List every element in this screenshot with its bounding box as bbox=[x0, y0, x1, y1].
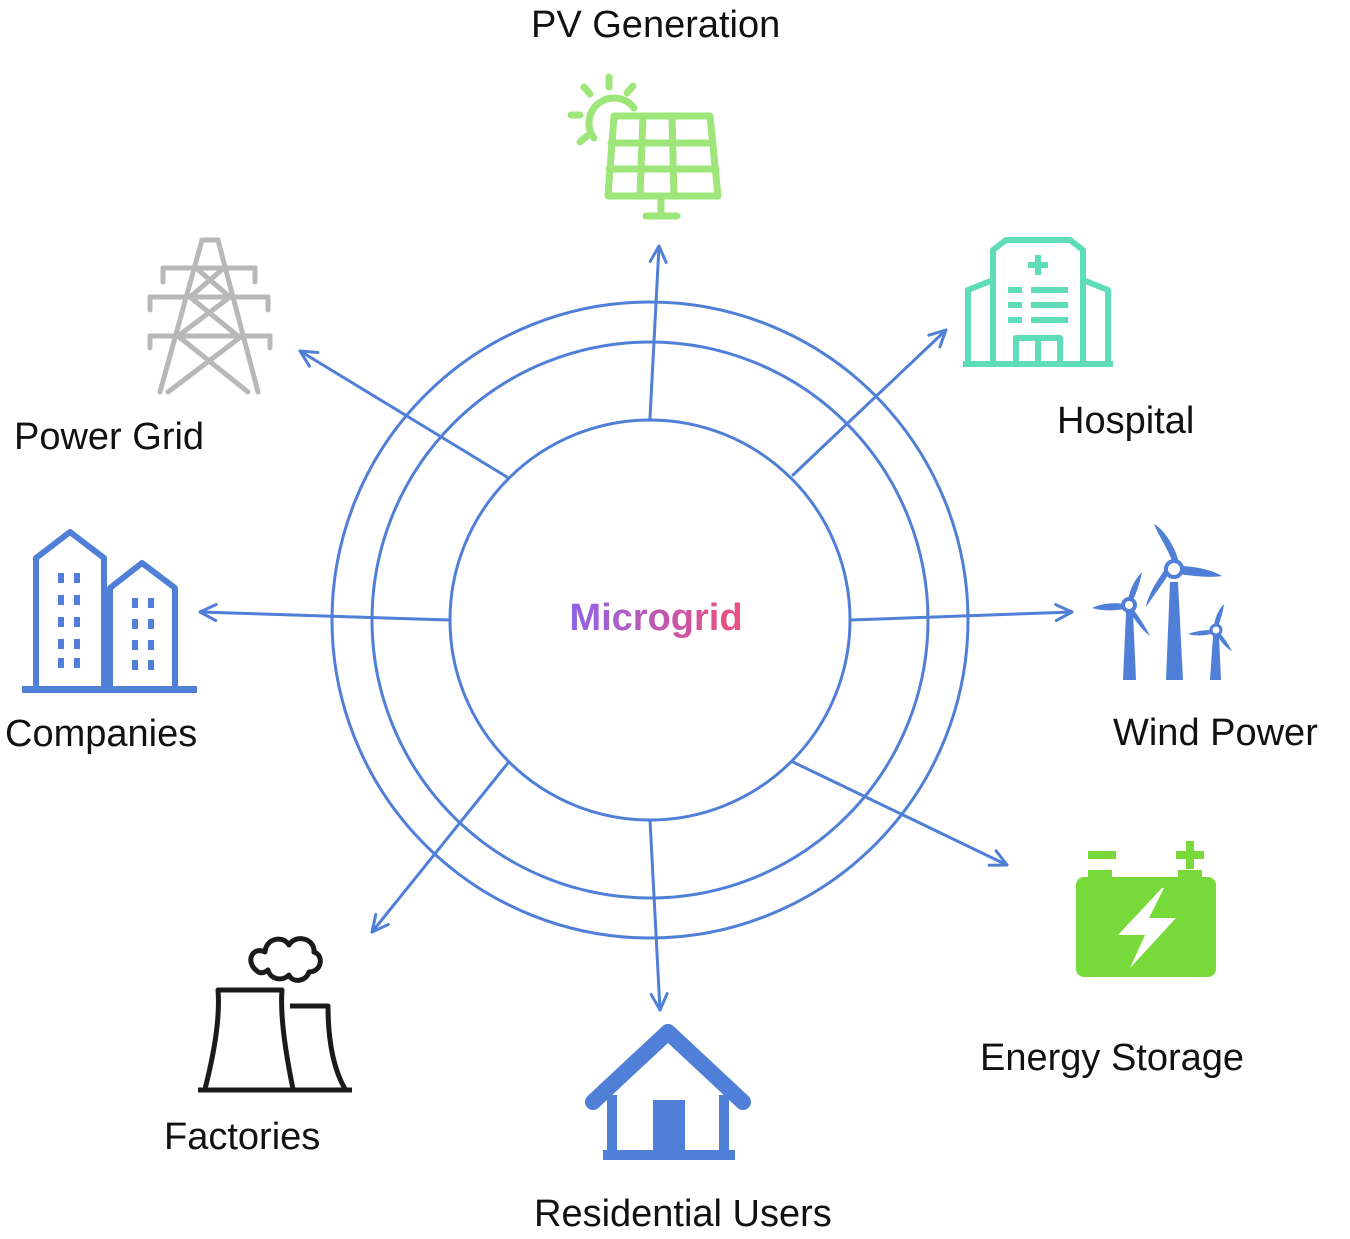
wind-turbine-icon bbox=[1092, 524, 1232, 680]
house-icon bbox=[585, 1024, 751, 1160]
battery-icon bbox=[1076, 841, 1216, 977]
center-label: Microgrid bbox=[569, 597, 742, 639]
arrow-hospital bbox=[791, 328, 948, 477]
arrow-wind bbox=[849, 603, 1074, 623]
outer-ring bbox=[330, 300, 970, 940]
arrow-residential bbox=[648, 818, 669, 1012]
label-wind-power: Wind Power bbox=[1113, 712, 1318, 754]
arrow-companies bbox=[198, 603, 451, 623]
label-pv-generation: PV Generation bbox=[531, 4, 781, 46]
hospital-icon bbox=[963, 237, 1113, 367]
label-energy-storage: Energy Storage bbox=[980, 1037, 1245, 1079]
factory-icon bbox=[198, 936, 352, 1093]
middle-ring bbox=[370, 340, 930, 900]
label-residential-users: Residential Users bbox=[534, 1193, 832, 1235]
label-companies: Companies bbox=[5, 713, 198, 755]
label-power-grid: Power Grid bbox=[14, 416, 205, 458]
arrow-factories bbox=[370, 761, 510, 934]
label-factories: Factories bbox=[164, 1116, 321, 1158]
arrow-storage bbox=[791, 760, 1009, 867]
arrow-grid bbox=[298, 349, 509, 479]
office-buildings-icon bbox=[22, 529, 197, 693]
power-tower-icon bbox=[147, 237, 273, 395]
connector-arrows bbox=[198, 244, 1074, 1012]
solar-panel-icon bbox=[567, 73, 722, 220]
arrow-pv bbox=[648, 244, 668, 420]
label-hospital: Hospital bbox=[1057, 400, 1195, 442]
